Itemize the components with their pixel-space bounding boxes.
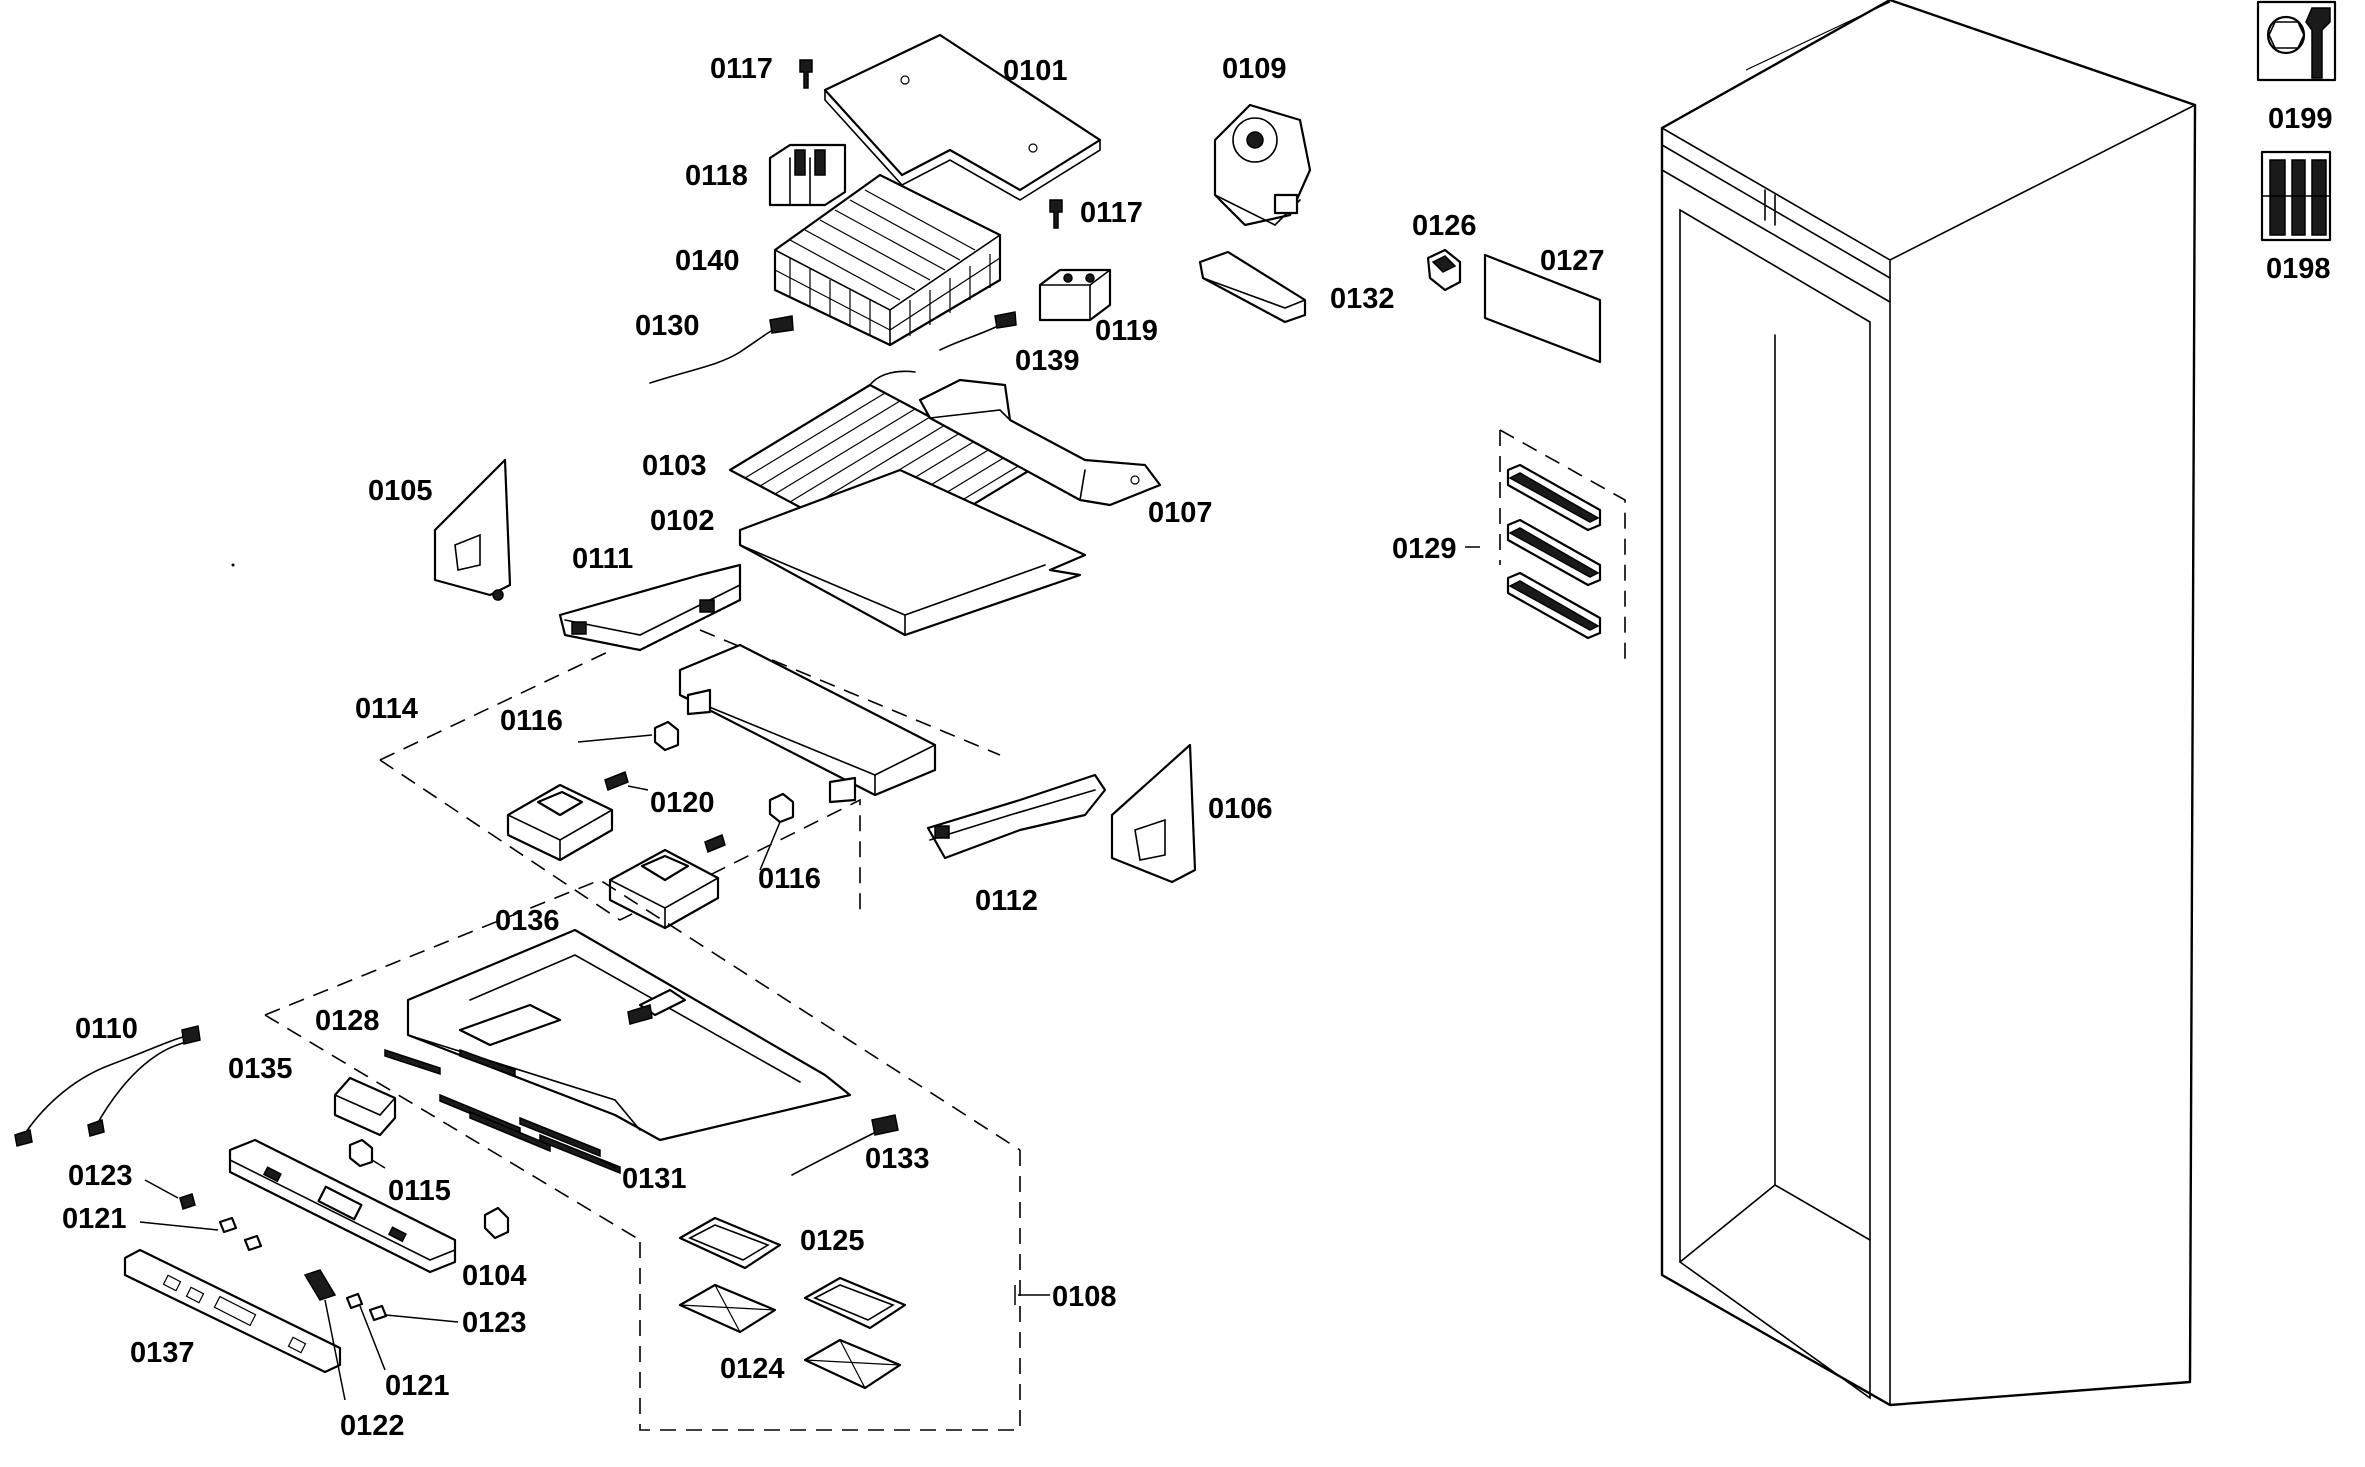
pad-0125-a: [678, 1216, 782, 1270]
insulation-block-0119: [1038, 268, 1112, 322]
connector-0115: [348, 1138, 386, 1169]
callout-0123-b: 0123: [462, 1307, 527, 1339]
air-duct-0107: [918, 378, 1162, 507]
screw-0117-mid: [1049, 199, 1063, 229]
group-outline-0114: [379, 649, 613, 761]
screw-0117-top: [799, 59, 813, 89]
knob-0116-b: [768, 792, 795, 824]
callout-0106: 0106: [1208, 793, 1273, 825]
callout-0136: 0136: [495, 905, 560, 937]
callout-0107: 0107: [1148, 497, 1213, 529]
callout-0124: 0124: [720, 1353, 785, 1385]
control-panel-board: [228, 1138, 457, 1274]
callout-0125: 0125: [800, 1225, 865, 1257]
callout-0101: 0101: [1003, 55, 1068, 87]
control-plate-0114: [678, 643, 937, 804]
light-strip-0131: [439, 1093, 621, 1175]
cable-harness-0110: [14, 1025, 201, 1147]
callout-0116-a: 0116: [500, 705, 563, 737]
side-bracket-0106: [1110, 743, 1197, 884]
control-frame-0136: [406, 928, 852, 1142]
thermostat-housing-b: [608, 848, 720, 930]
screw-set-icon: [2260, 150, 2332, 242]
pad-0124-b: [803, 1338, 902, 1390]
callout-0103: 0103: [642, 450, 707, 482]
refrigerator-cabinet: [1660, 0, 2197, 1407]
sensor-cable-0133: [791, 1114, 899, 1176]
evaporator-cover: [823, 33, 1102, 201]
callout-0130: 0130: [635, 310, 700, 342]
evaporator-coil: [773, 173, 1002, 347]
thermostat-housing-a: [506, 783, 614, 862]
callout-0115: 0115: [388, 1175, 451, 1207]
callout-0137: 0137: [130, 1337, 195, 1369]
callout-0129: 0129: [1392, 533, 1457, 565]
callout-0119: 0119: [1095, 315, 1158, 347]
button-0121-b: [345, 1292, 386, 1371]
callout-0199: 0199: [2268, 103, 2333, 135]
callout-0111: 0111: [572, 543, 633, 575]
display-strip-0128: [384, 1048, 516, 1078]
rail-0112: [926, 773, 1107, 860]
callout-0128: 0128: [315, 1005, 380, 1037]
pad-0125-b: [803, 1276, 907, 1330]
callout-0116-b: 0116: [758, 863, 821, 895]
callout-0120: 0120: [650, 787, 715, 819]
knob-0116-a: [653, 720, 680, 752]
callout-0133: 0133: [865, 1143, 930, 1175]
button-0123-a: [144, 1179, 196, 1210]
callout-0108: 0108: [1052, 1281, 1117, 1313]
callout-0117-mid: 0117: [1080, 197, 1143, 229]
callout-0114: 0114: [355, 693, 418, 725]
bracket-0132: [1198, 250, 1307, 324]
callout-0132: 0132: [1330, 283, 1395, 315]
sensor-0120: [604, 770, 726, 854]
side-bracket-0105: [433, 458, 512, 601]
callout-0135: 0135: [228, 1053, 293, 1085]
callout-0110: 0110: [75, 1013, 138, 1045]
callout-0123-a: 0123: [68, 1160, 133, 1192]
callout-0121-a: 0121: [62, 1203, 127, 1235]
pad-0124-a: [678, 1283, 777, 1334]
callout-0122: 0122: [340, 1410, 405, 1442]
button-0121-a: [139, 1216, 263, 1252]
callout-0126: 0126: [1412, 210, 1477, 242]
connector-0104: [483, 1206, 510, 1240]
switch-0126: [1426, 248, 1462, 292]
callout-0105: 0105: [368, 475, 433, 507]
label-plate-0127: [1483, 253, 1602, 364]
callout-0121-b: 0121: [385, 1370, 450, 1402]
callout-0118: 0118: [685, 160, 748, 192]
sensor-cable-0130: [649, 315, 794, 384]
shelf-support-set-0129: [1465, 429, 1626, 665]
callout-0112: 0112: [975, 885, 1038, 917]
switch-0122: [303, 1269, 346, 1401]
callout-0131: 0131: [622, 1163, 687, 1195]
button-0123-b: [368, 1304, 459, 1323]
callout-0139: 0139: [1015, 345, 1080, 377]
callout-0109: 0109: [1222, 53, 1287, 85]
sensor-cable-0139: [939, 311, 1017, 351]
fascia-panel-0137: [123, 1248, 342, 1374]
drip-tray-0102: [738, 468, 1087, 637]
callout-0102: 0102: [650, 505, 715, 537]
rail-0111: [558, 563, 742, 652]
callout-0127: 0127: [1540, 245, 1605, 277]
callout-0140: 0140: [675, 245, 740, 277]
wrench-nut-icon: [2256, 0, 2337, 82]
evaporator-insulation: [768, 143, 847, 207]
callout-0198: 0198: [2266, 253, 2331, 285]
fan-motor-0109: [1213, 103, 1312, 227]
callout-0117-top: 0117: [710, 53, 773, 85]
cover-0135: [333, 1076, 397, 1137]
callout-0104: 0104: [462, 1260, 527, 1292]
